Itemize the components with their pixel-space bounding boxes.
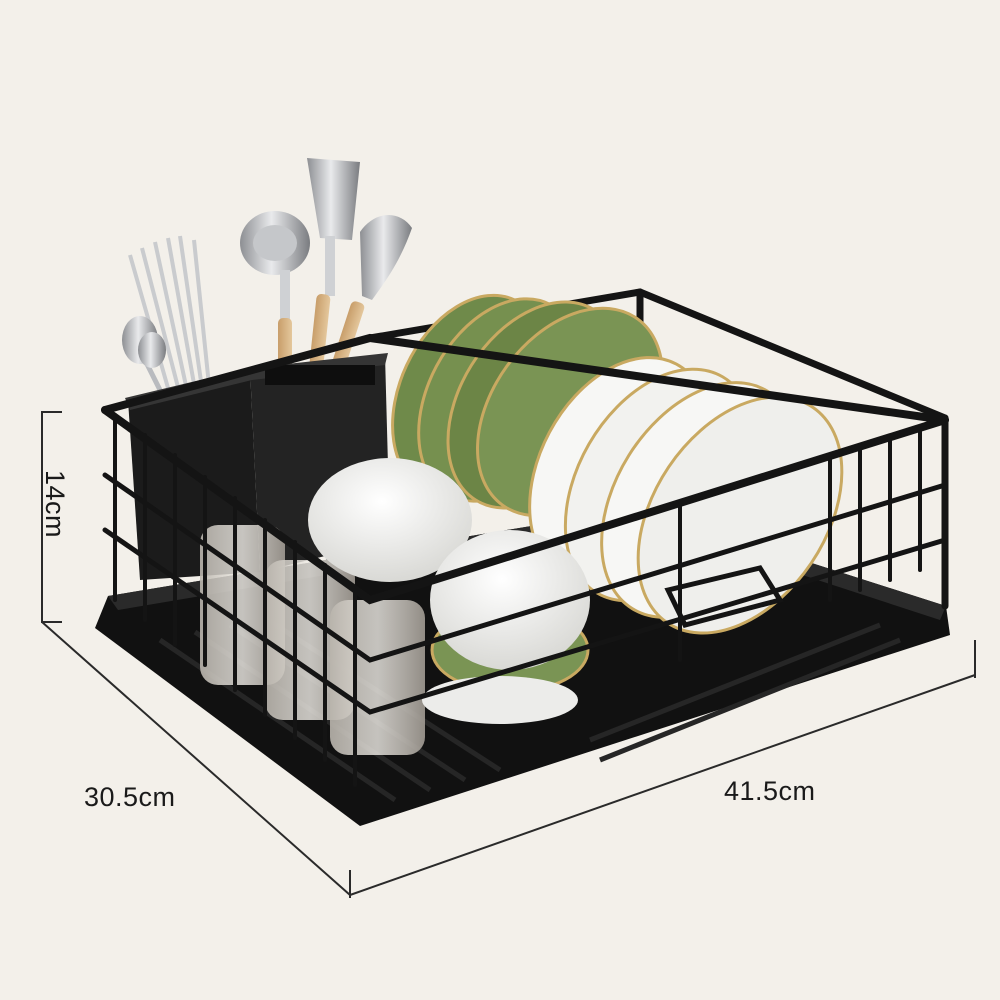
height-dimension-line	[41, 411, 62, 623]
width-dimension-label: 41.5cm	[724, 776, 816, 806]
height-dimension-label: 14cm	[40, 470, 70, 539]
depth-dimension-label: 30.5cm	[84, 782, 176, 812]
width-dimension-line	[349, 674, 976, 896]
depth-dimension-line	[41, 621, 351, 896]
small-spoons	[122, 316, 168, 402]
rack-front-frame	[101, 333, 949, 787]
chopsticks	[128, 235, 212, 396]
dimension-lines	[41, 411, 976, 898]
